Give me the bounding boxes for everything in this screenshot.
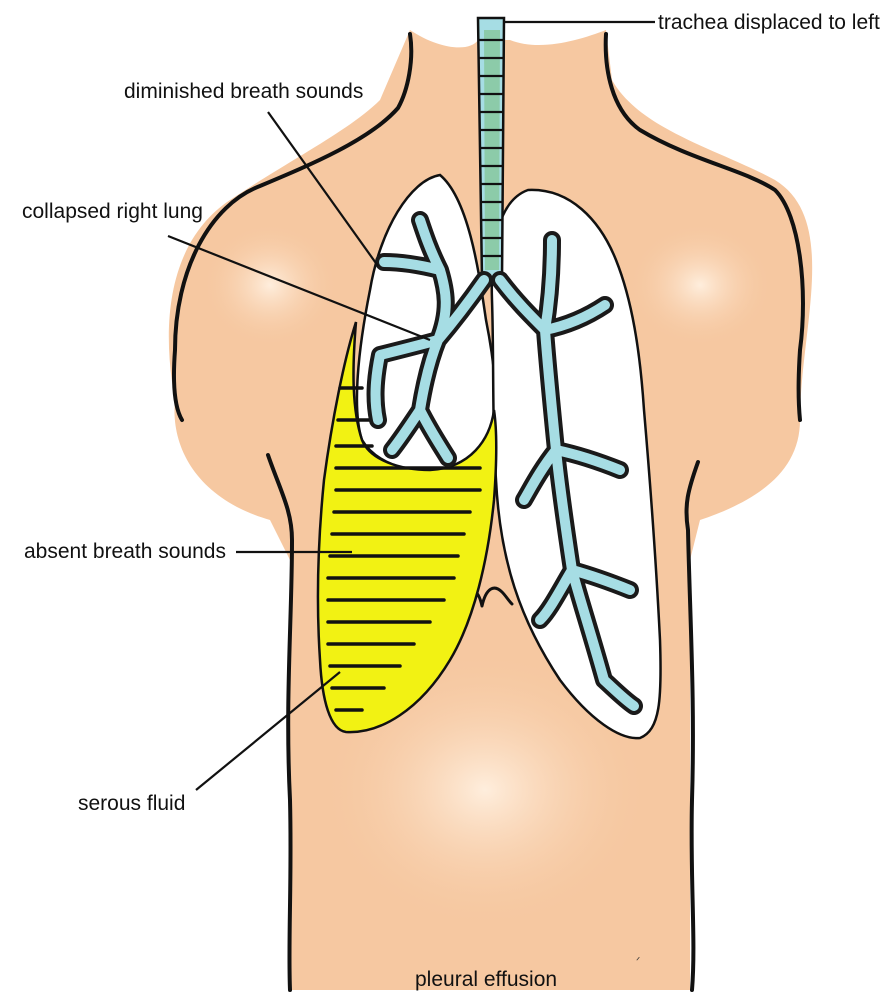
label-diminished: diminished breath sounds bbox=[124, 80, 363, 103]
right-shoulder-highlight bbox=[628, 223, 772, 347]
left-shoulder-highlight bbox=[202, 223, 338, 347]
label-absent: absent breath sounds bbox=[24, 540, 226, 563]
label-fluid: serous fluid bbox=[78, 792, 185, 815]
label-collapsed: collapsed right lung bbox=[22, 200, 203, 223]
caption: pleural effusion bbox=[415, 968, 557, 991]
credit-mark: ᐟ bbox=[636, 956, 640, 967]
label-trachea: trachea displaced to left bbox=[658, 11, 880, 34]
